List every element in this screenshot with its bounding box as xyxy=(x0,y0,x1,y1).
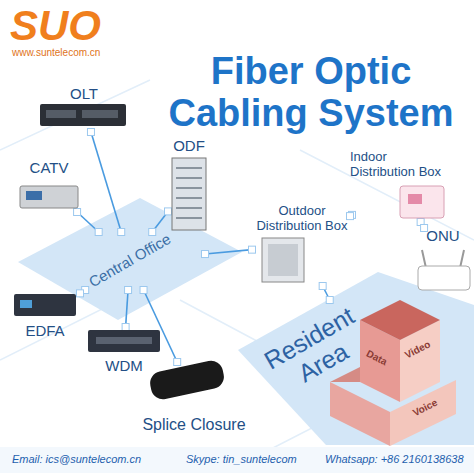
region-band: Central Office xyxy=(55,232,205,290)
onu-body xyxy=(418,266,470,290)
device-node: EDFA xyxy=(10,292,80,340)
indoor-box-mark xyxy=(408,194,422,204)
onu-router xyxy=(418,250,470,290)
connector-end-block xyxy=(125,287,132,294)
connector-end-block xyxy=(122,324,129,331)
fiber-connector-group xyxy=(202,246,256,257)
fiber-connector-group xyxy=(74,209,103,236)
fiber-connector-group xyxy=(347,211,356,219)
diagram-title: Fiber Optic Cabling System xyxy=(152,50,470,134)
onu-antennas xyxy=(422,250,464,268)
indoor-box-shell xyxy=(400,186,444,218)
device-node: OLT xyxy=(38,86,130,132)
edfa-device xyxy=(14,294,76,316)
odf-rows xyxy=(176,168,202,218)
olt-ports xyxy=(46,110,76,118)
footer-bar xyxy=(0,447,474,473)
wdm-device xyxy=(88,330,160,352)
text-label: Email: ics@suntelecom.cn xyxy=(12,453,141,465)
fiber-connector xyxy=(91,132,121,232)
odf-cabinet xyxy=(172,158,206,230)
connector-end-block xyxy=(174,359,181,366)
background-network xyxy=(0,80,474,470)
catv-display xyxy=(26,191,42,200)
connector-end-block xyxy=(165,208,172,215)
device-node: ONU xyxy=(414,228,472,294)
fiber-connector-group xyxy=(87,129,124,236)
splice-closure-shell xyxy=(148,359,226,402)
node-label: ODF xyxy=(168,138,210,155)
connector-end-block xyxy=(77,290,84,297)
device-node: ODF xyxy=(168,138,210,230)
connector-end-block xyxy=(87,129,94,136)
outdoor-box-shell xyxy=(262,238,304,282)
connector-end-block xyxy=(95,229,102,236)
fiber-connector-group xyxy=(417,219,427,232)
olt-device xyxy=(40,104,126,126)
olt-ports xyxy=(82,110,118,118)
resident-area-band xyxy=(238,272,474,445)
region-band: Resident Area xyxy=(256,300,474,440)
edfa-chassis xyxy=(14,294,76,316)
node-label: CATV xyxy=(18,160,80,177)
device-node: WDM xyxy=(85,327,163,375)
device-node: CATV xyxy=(18,160,80,212)
device-node: Outdoor Distribution Box xyxy=(252,204,352,286)
splice-closure-device xyxy=(148,359,226,402)
wdm-chassis xyxy=(88,330,160,352)
connector-end-block xyxy=(149,229,156,236)
node-label: Central Office xyxy=(86,231,174,291)
fiber-connector-group xyxy=(140,287,181,366)
node-label: WDM xyxy=(85,358,163,375)
text-label: Whatsapp: +86 2160138638 xyxy=(325,453,464,465)
indoor-box xyxy=(400,186,444,218)
node-label: Resident Area xyxy=(250,296,382,404)
text-label: Video xyxy=(403,338,432,360)
node-label: ONU xyxy=(414,228,472,245)
edfa-display xyxy=(20,300,32,308)
node-label: OLT xyxy=(38,86,130,103)
connector-end-block xyxy=(249,246,256,253)
odf-frame xyxy=(172,158,206,230)
house-roof xyxy=(360,300,440,340)
text-label: Voice xyxy=(411,397,439,419)
catv-device xyxy=(20,186,78,208)
connector-end-block xyxy=(319,283,326,290)
node-label: Splice Closure xyxy=(138,416,250,434)
text-label: SUO xyxy=(10,2,101,50)
connector-end-block xyxy=(202,251,209,258)
node-label: EDFA xyxy=(10,323,80,340)
text-label: Skype: tin_suntelecom xyxy=(186,453,297,465)
fiber-connector xyxy=(126,290,128,327)
fiber-connector-group xyxy=(77,287,89,297)
background-line xyxy=(0,80,474,470)
fiber-connector-group xyxy=(122,287,131,331)
olt-chassis xyxy=(40,104,126,126)
fiber-connector-group xyxy=(149,208,172,236)
text-label: Data xyxy=(365,348,389,368)
node-label: Indoor Distribution Box xyxy=(350,150,450,179)
connector-end-block xyxy=(140,287,147,294)
wdm-ports xyxy=(96,337,152,344)
text-label: www.suntelecom.cn xyxy=(12,47,100,58)
node-label: Outdoor Distribution Box xyxy=(252,204,352,233)
catv-chassis xyxy=(20,186,78,208)
outdoor-box-door xyxy=(268,244,298,276)
connector-end-block xyxy=(118,229,125,236)
fiber-connector-group xyxy=(319,283,333,304)
device-node: Indoor Distribution Box xyxy=(350,150,450,222)
connector-end-block xyxy=(74,209,81,216)
outdoor-box xyxy=(262,238,304,282)
connector-end-block xyxy=(326,297,333,304)
device-node: Splice Closure xyxy=(138,362,250,434)
fiber-connector xyxy=(205,250,252,254)
connector-end-block xyxy=(347,213,354,220)
